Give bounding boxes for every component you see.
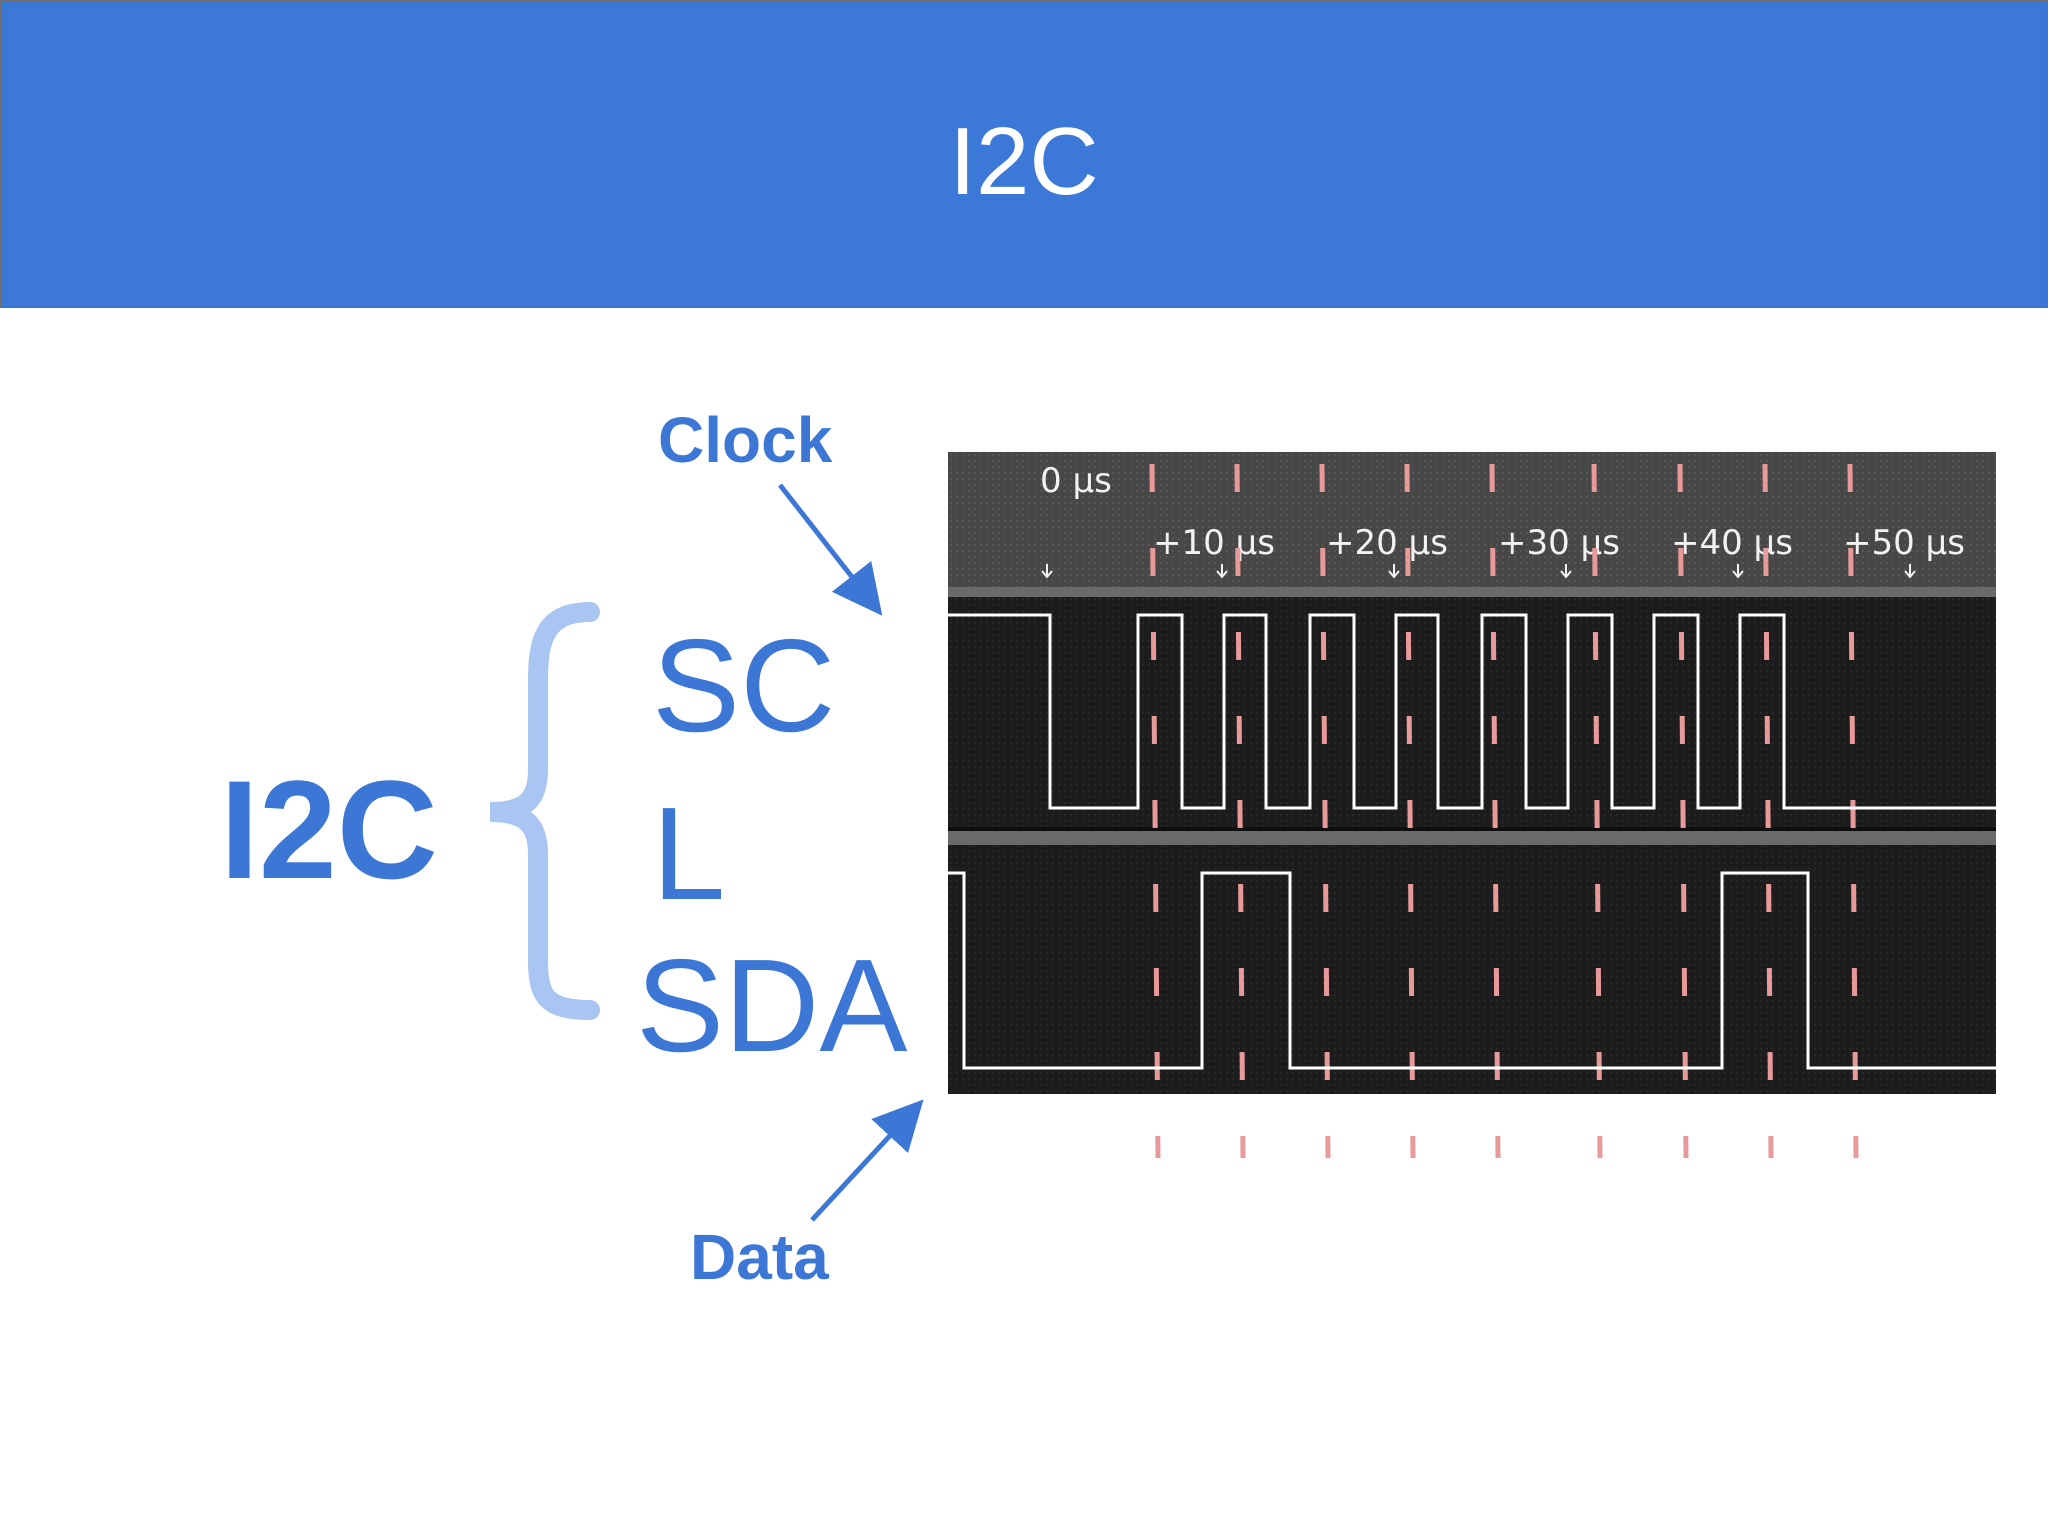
time-label-20: +20 µs	[1326, 523, 1448, 563]
marker-line	[1677, 463, 1689, 1159]
marker-line	[1149, 463, 1161, 1159]
scl-trace	[948, 613, 1996, 810]
time-label-10: +10 µs	[1153, 523, 1275, 563]
time-label-50: +50 µs	[1843, 523, 1965, 563]
data-arrow-icon	[810, 1099, 924, 1222]
sda-channel	[948, 845, 1996, 1094]
marker-line	[1847, 463, 1859, 1159]
marker-line	[1489, 463, 1501, 1159]
title-bar: I2C	[0, 0, 2048, 308]
marker-line	[1234, 463, 1246, 1159]
bus-name-label: I2C	[220, 751, 438, 908]
scl-label-part1: SC	[652, 612, 836, 759]
data-callout-label: Data	[690, 1221, 829, 1293]
time-label-0: 0 µs	[1040, 461, 1112, 501]
scl-label-part2: L	[652, 780, 726, 927]
time-ruler	[948, 452, 1996, 587]
sample-markers	[1149, 463, 1859, 1159]
sda-trace	[948, 871, 1996, 1070]
time-label-40: +40 µs	[1671, 523, 1793, 563]
marker-line	[1404, 463, 1416, 1159]
page-title: I2C	[949, 108, 1099, 215]
marker-line	[1591, 463, 1603, 1159]
time-label-30: +30 µs	[1498, 523, 1620, 563]
logic-analyzer-capture: 0 µs +10 µs +20 µs +30 µs +40 µs +50 µs	[948, 452, 1996, 1159]
time-tick-arrows	[1041, 564, 1916, 579]
scl-channel	[948, 597, 1996, 827]
clock-arrow-icon	[778, 483, 883, 616]
curly-brace-icon	[489, 602, 600, 1020]
clock-callout-label: Clock	[658, 404, 833, 476]
sda-label: SDA	[636, 932, 908, 1079]
marker-line	[1319, 463, 1331, 1159]
marker-line	[1762, 463, 1774, 1159]
